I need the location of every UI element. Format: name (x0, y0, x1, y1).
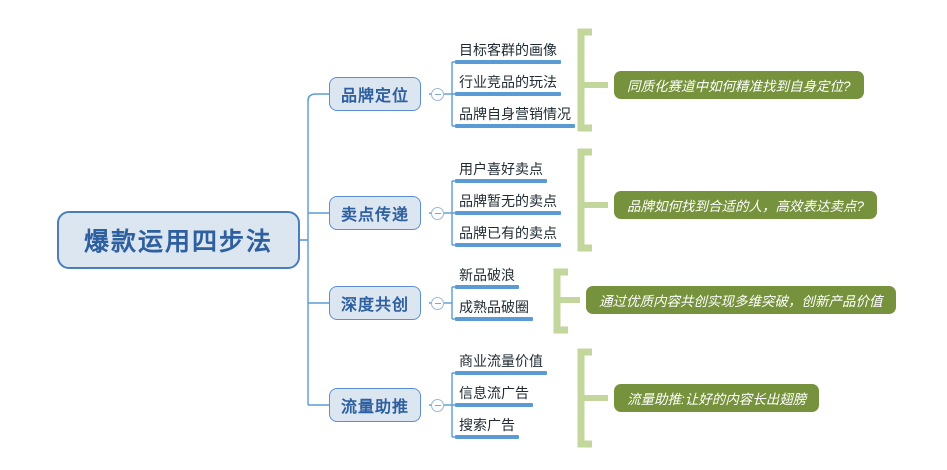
branch-node-2[interactable]: 卖点传递 (329, 196, 421, 230)
center-node-label: 爆款运用四步法 (83, 228, 273, 256)
leaf-1-2-label: 行业竞品的玩法 (459, 74, 557, 90)
leaf-2-2-underline (455, 211, 561, 215)
branch-node-4[interactable]: 流量助推 (329, 388, 421, 422)
group-bracket-2 (577, 148, 592, 252)
leaf-2-3[interactable]: 品牌已有的卖点 (455, 225, 561, 247)
leaf-4-2-underline (455, 403, 533, 407)
leaf-3-2[interactable]: 成熟品破圈 (455, 299, 533, 321)
leaf-1-2[interactable]: 行业竞品的玩法 (455, 74, 561, 96)
callout-2[interactable]: 品牌如何找到合适的人，高效表达卖点? (614, 191, 878, 219)
leaf-2-3-underline (455, 243, 561, 247)
leaf-4-1[interactable]: 商业流量价值 (455, 353, 547, 375)
leaf-4-3[interactable]: 搜索广告 (455, 417, 519, 439)
leaf-2-3-label: 品牌已有的卖点 (459, 225, 557, 241)
group-bracket-3 (553, 268, 568, 334)
callout-2-label: 品牌如何找到合适的人，高效表达卖点? (627, 199, 865, 214)
leaf-2-1[interactable]: 用户喜好卖点 (455, 161, 547, 183)
callout-3-label: 通过优质内容共创实现多维突破，创新产品价值 (599, 294, 883, 309)
callout-4[interactable]: 流量助推:让好的内容长出翅膀 (614, 384, 820, 412)
leaf-3-2-underline (455, 317, 533, 321)
branch-connector-1 (307, 93, 329, 102)
callout-3[interactable]: 通过优质内容共创实现多维突破，创新产品价值 (586, 286, 896, 314)
leaf-2-1-label: 用户喜好卖点 (459, 161, 543, 177)
callout-4-label: 流量助推:让好的内容长出翅膀 (627, 392, 807, 407)
leaf-3-1-underline (455, 285, 519, 289)
leaf-2-2-label: 品牌暂无的卖点 (459, 193, 557, 209)
branch-node-4-label: 流量助推 (340, 399, 409, 416)
leaf-4-1-underline (455, 371, 547, 375)
leaf-2-1-underline (455, 179, 547, 183)
leaf-4-2-label: 信息流广告 (459, 385, 529, 401)
leaf-1-3[interactable]: 品牌自身营销情况 (455, 106, 575, 128)
leaf-4-1-label: 商业流量价值 (459, 353, 543, 369)
leaf-1-3-underline (455, 124, 575, 128)
leaf-1-1-label: 目标客群的画像 (459, 42, 557, 58)
leaf-4-3-label: 搜索广告 (459, 417, 515, 433)
leaf-4-2[interactable]: 信息流广告 (455, 385, 533, 407)
minus-circle-icon-3[interactable] (431, 296, 444, 310)
minus-circle-icon-2[interactable] (431, 206, 444, 220)
center-node[interactable]: 爆款运用四步法 (57, 211, 300, 269)
branch-node-1-label: 品牌定位 (340, 88, 409, 105)
minus-circle-icon-4[interactable] (431, 398, 444, 412)
group-bracket-4 (577, 348, 592, 448)
branch-node-3-label: 深度共创 (340, 297, 409, 314)
leaf-1-1-underline (455, 60, 561, 64)
leaf-3-1[interactable]: 新品破浪 (455, 267, 519, 289)
leaf-3-1-label: 新品破浪 (459, 267, 515, 283)
callout-1[interactable]: 同质化赛道中如何精准找到自身定位? (614, 71, 864, 99)
branch-node-3[interactable]: 深度共创 (329, 286, 421, 320)
group-bracket-1 (577, 28, 592, 132)
leaf-4-3-underline (455, 435, 519, 439)
branch-node-2-label: 卖点传递 (340, 207, 409, 224)
leaf-2-2[interactable]: 品牌暂无的卖点 (455, 193, 561, 215)
leaf-3-2-label: 成熟品破圈 (459, 299, 529, 315)
branch-node-1[interactable]: 品牌定位 (329, 77, 421, 111)
minus-circle-icon-1[interactable] (431, 87, 444, 101)
leaf-1-3-label: 品牌自身营销情况 (459, 106, 571, 122)
leaf-1-1[interactable]: 目标客群的画像 (455, 42, 561, 64)
leaf-1-2-underline (455, 92, 561, 96)
callout-1-label: 同质化赛道中如何精准找到自身定位? (627, 79, 851, 94)
